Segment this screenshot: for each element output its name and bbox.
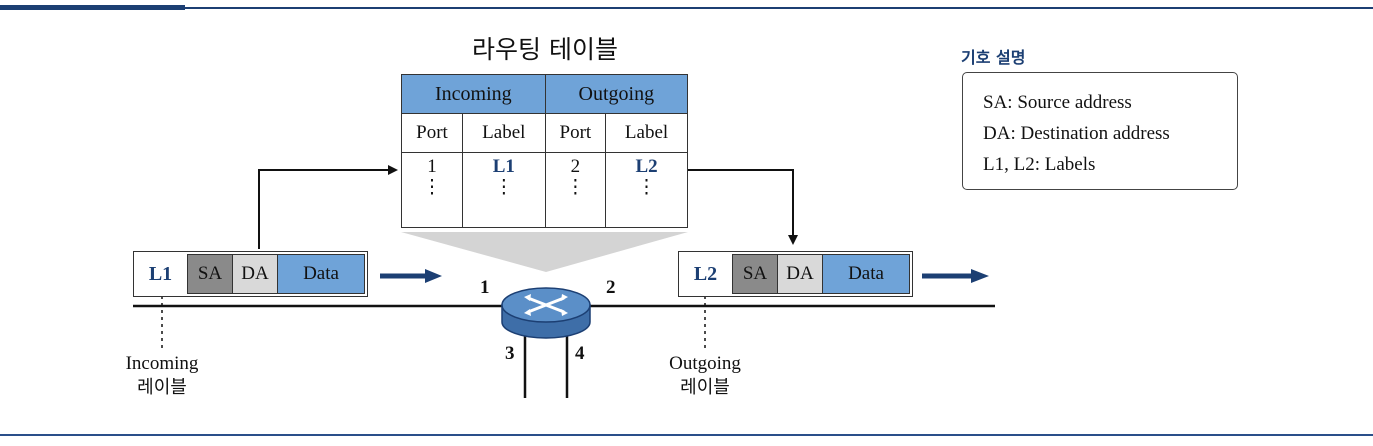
packet-data: Data — [277, 254, 365, 294]
outgoing-connector — [688, 169, 798, 245]
incoming-connector — [258, 165, 398, 249]
incoming-packet: L1 SA DA Data — [133, 251, 368, 297]
legend-item-labels: L1, L2: Labels — [983, 154, 1096, 175]
router-icon — [501, 287, 591, 339]
port-4-label: 4 — [575, 343, 585, 364]
top-rule — [0, 7, 1373, 9]
ellipsis-cell: ⋮ — [605, 178, 688, 228]
legend-title: 기호 설명 — [961, 48, 1026, 67]
direction-arrow-outgoing — [922, 269, 989, 283]
legend-item-da: DA: Destination address — [983, 123, 1170, 144]
packet-destination-address: DA — [233, 254, 277, 294]
port-2-label: 2 — [606, 277, 616, 298]
incoming-group-header: Incoming — [401, 73, 546, 115]
outgoing-label-caption: Outgoing 레이블 — [643, 352, 767, 400]
table-funnel — [401, 232, 688, 272]
port-3-label: 3 — [505, 343, 515, 364]
incoming-caption-line2: 레이블 — [137, 377, 187, 398]
cell-out-label: L2 — [605, 152, 688, 181]
outgoing-caption-line1: Outgoing — [669, 353, 741, 374]
ellipsis-cell: ⋮ — [462, 178, 546, 228]
incoming-caption-line1: Incoming — [125, 353, 199, 374]
top-rule-accent — [0, 5, 185, 10]
packet-source-address: SA — [732, 254, 778, 294]
column-out-label: Label — [605, 113, 688, 154]
cell-in-port: 1 — [401, 152, 463, 181]
ellipsis-cell: ⋮ — [544, 178, 607, 228]
packet-data: Data — [822, 254, 910, 294]
cell-out-port: 2 — [544, 152, 607, 181]
packet-destination-address: DA — [778, 254, 822, 294]
direction-arrow-incoming — [380, 269, 442, 283]
port-1-label: 1 — [480, 277, 490, 298]
outgoing-group-header: Outgoing — [544, 73, 689, 115]
column-in-label: Label — [462, 113, 546, 154]
outgoing-caption-line2: 레이블 — [680, 377, 730, 398]
column-out-port: Port — [544, 113, 607, 154]
outgoing-packet: L2 SA DA Data — [678, 251, 913, 297]
column-in-port: Port — [401, 113, 463, 154]
incoming-label-caption: Incoming 레이블 — [100, 352, 224, 400]
ellipsis-cell: ⋮ — [401, 178, 463, 228]
packet-label: L1 — [148, 262, 173, 285]
packet-source-address: SA — [187, 254, 233, 294]
legend-box: SA: Source address DA: Destination addre… — [962, 72, 1238, 190]
bottom-rule — [0, 434, 1373, 436]
routing-table: Incoming Outgoing Port Label Port Label … — [401, 73, 689, 228]
legend-item-sa: SA: Source address — [983, 92, 1132, 113]
routing-table-title: 라우팅 테이블 — [472, 35, 618, 64]
packet-label: L2 — [693, 262, 718, 285]
